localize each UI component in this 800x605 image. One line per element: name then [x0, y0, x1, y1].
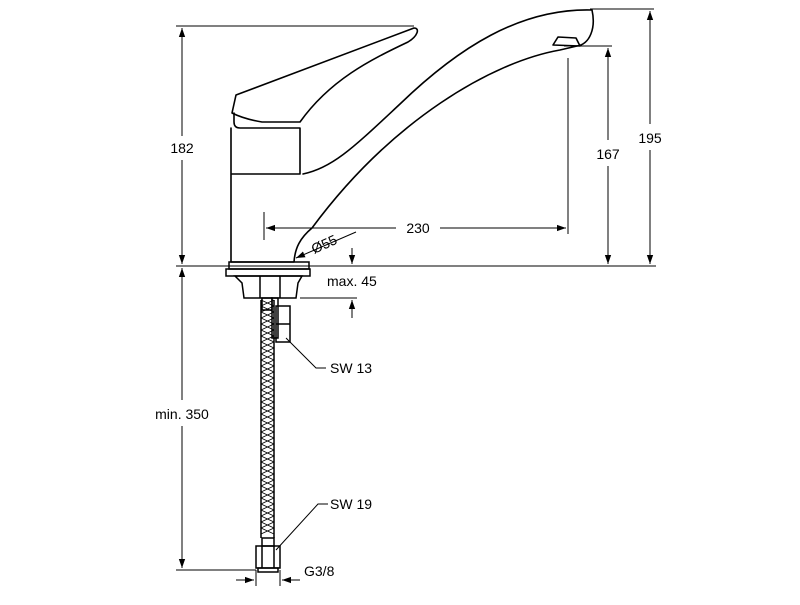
- label-deck-thickness: max. 45: [327, 273, 377, 289]
- fixing-plate: [233, 275, 304, 299]
- dimension-labels: 182 195 167 230 Ø55 max. 45 SW 13 min. 3…: [155, 130, 662, 579]
- lever-handle: [231, 27, 419, 123]
- label-height-182: 182: [170, 140, 194, 156]
- aerator: [552, 36, 581, 47]
- label-sw13: SW 13: [330, 360, 372, 376]
- label-thread: G3/8: [304, 563, 335, 579]
- cartridge-cap: [231, 112, 301, 175]
- base-fittings: [225, 261, 311, 343]
- label-spout-reach-230: 230: [406, 220, 430, 236]
- label-base-diameter: Ø55: [309, 231, 340, 256]
- base-washer: [225, 268, 311, 277]
- hose-end-nut: [255, 537, 281, 573]
- fixing-rod: [271, 297, 279, 339]
- label-hose-length: min. 350: [155, 406, 209, 422]
- label-height-195: 195: [638, 130, 662, 146]
- label-spout-height-167: 167: [596, 146, 620, 162]
- label-sw19: SW 19: [330, 496, 372, 512]
- dimension-lines: [176, 8, 656, 586]
- braided-hose: [260, 299, 275, 538]
